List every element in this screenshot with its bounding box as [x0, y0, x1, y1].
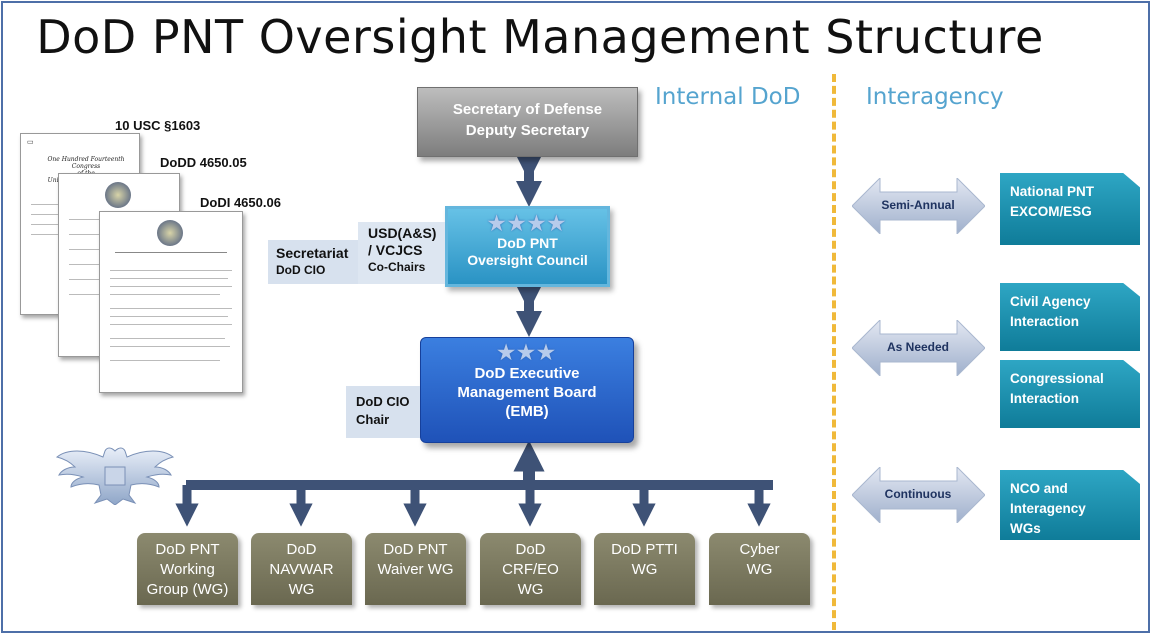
working-group-box: DoD CRF/EO WG	[480, 533, 581, 605]
emb-chair-label: DoD CIO Chair	[346, 386, 420, 438]
partner-label-line: Interaction	[1010, 314, 1080, 329]
emb-box: ★★★ DoD Executive Management Board (EMB)	[420, 337, 634, 443]
frequency-label: Semi-Annual	[881, 198, 955, 212]
interagency-partner-box: National PNT EXCOM/ESG	[1000, 173, 1140, 245]
working-group-label-line: DoD PNT	[155, 541, 220, 558]
double-arrow-icon	[852, 320, 985, 376]
partner-label-line: NCO and	[1010, 481, 1068, 496]
working-group-label-line: DoD	[286, 541, 317, 558]
doc-corner-mark: ▭	[27, 139, 34, 146]
three-stars-icon: ★★★	[497, 342, 557, 364]
dod-seal-icon	[157, 220, 183, 246]
secdef-line1: Secretary of Defense	[452, 101, 603, 118]
frequency-label: As Needed	[886, 340, 950, 354]
internal-dod-heading: Internal DoD	[655, 84, 801, 110]
partner-label-line: Congressional	[1010, 371, 1104, 386]
working-group-box: DoD NAVWAR WG	[251, 533, 352, 605]
emb-line1: DoD Executive	[474, 365, 580, 382]
cochairs-line3: Co-Chairs	[368, 260, 426, 274]
double-arrow-icon	[852, 467, 985, 523]
wg-drop-arrows	[175, 485, 771, 527]
working-group-label-line: Group (WG)	[146, 581, 229, 598]
doc-label-dodi: DoDI 4650.06	[200, 195, 281, 210]
double-arrow-icon	[852, 178, 985, 234]
emb-line2: Management Board	[457, 384, 597, 401]
page-title: DoD PNT Oversight Management Structure	[36, 10, 1044, 64]
frequency-label: Continuous	[884, 487, 952, 501]
council-line1: DoD PNT	[497, 235, 558, 251]
working-group-label-line: Working	[160, 561, 215, 578]
working-group-label-line: Waiver WG	[377, 561, 454, 578]
cochairs-line1: USD(A&S)	[368, 225, 437, 241]
working-group-label-line: Cyber	[739, 541, 780, 558]
doc-label-dodd: DoDD 4650.05	[160, 155, 247, 170]
working-group-box: DoD PNT Waiver WG	[365, 533, 466, 605]
four-stars-icon: ★★★★	[487, 213, 568, 235]
council-line2: Oversight Council	[467, 252, 588, 268]
working-group-label-line: WG	[631, 561, 658, 578]
internal-interagency-divider	[832, 74, 836, 630]
wg-bus	[186, 480, 773, 490]
working-group-label-line: WG	[517, 581, 544, 598]
working-group-label-line: DoD	[515, 541, 546, 558]
partner-label-line: WGs	[1010, 521, 1041, 536]
dod-seal-icon	[105, 182, 131, 208]
secretariat-sub: DoD CIO	[276, 263, 326, 277]
emb-chair-line1: DoD CIO	[356, 394, 410, 409]
partner-label-line: National PNT	[1010, 184, 1095, 199]
oversight-council-box: ★★★★ DoD PNT Oversight Council	[445, 206, 610, 287]
partner-label-line: EXCOM/ESG	[1010, 204, 1092, 219]
cochairs-line2: / VCJCS	[368, 242, 423, 258]
secdef-line2: Deputy Secretary	[465, 122, 590, 139]
doc-header-line1: One Hundred Fourteenth Congress	[47, 156, 125, 170]
working-group-label-line: NAVWAR	[269, 561, 334, 578]
secdef-box: Secretary of Defense Deputy Secretary	[417, 87, 638, 157]
partner-label-line: Civil Agency	[1010, 294, 1091, 309]
doc-label-10-usc: 10 USC §1603	[115, 118, 201, 133]
partner-label-line: Interagency	[1010, 501, 1086, 516]
secretariat-label: Secretariat DoD CIO	[268, 240, 358, 284]
working-group-label-line: WG	[288, 581, 315, 598]
co-chairs-label: USD(A&S) / VCJCS Co-Chairs	[358, 222, 445, 284]
working-group-label-line: CRF/EO	[502, 561, 559, 578]
working-group-label-line: DoD PTTI	[611, 541, 678, 558]
emb-chair-line2: Chair	[356, 412, 390, 427]
colonel-eagle-insignia-icon	[55, 447, 175, 505]
partner-label-line: Interaction	[1010, 391, 1080, 406]
interagency-heading: Interagency	[866, 84, 1004, 110]
working-group-label-line: DoD PNT	[383, 541, 448, 558]
working-group-box: DoD PTTI WG	[594, 533, 695, 605]
working-group-label-line: WG	[746, 561, 773, 578]
document-dodi	[99, 211, 243, 393]
secretariat-title: Secretariat	[276, 245, 349, 261]
emb-line3: (EMB)	[505, 403, 549, 420]
